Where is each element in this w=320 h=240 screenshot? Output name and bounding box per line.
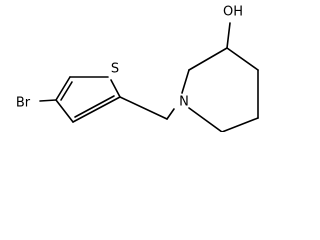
double-bond-c4-c5-inner bbox=[74, 95, 115, 118]
bond-s-c5 bbox=[110, 79, 121, 98]
bond-c3-oh bbox=[226, 22, 231, 49]
chemical-structure-diagram: S Br N OH bbox=[16, 5, 259, 132]
bond-c5-c6 bbox=[221, 117, 259, 132]
sulfur-atom-label: S bbox=[111, 62, 119, 77]
bond-c3-c4 bbox=[226, 47, 259, 71]
bond-c3-br bbox=[39, 99, 57, 102]
bond-c2-c3 bbox=[188, 47, 228, 71]
piperidine-ring bbox=[181, 47, 259, 132]
thiophene-ring bbox=[55, 76, 121, 123]
bond-c2-c3 bbox=[55, 76, 71, 101]
bond-ch2-n bbox=[166, 108, 175, 120]
bond-c3-c4 bbox=[55, 99, 74, 123]
bond-c6-n bbox=[188, 107, 223, 132]
bond-c4-c5 bbox=[72, 96, 121, 123]
bond-n-c2 bbox=[181, 69, 190, 94]
hydroxyl-label: OH bbox=[223, 5, 243, 20]
bromine-atom-label: Br bbox=[16, 96, 31, 111]
bond-c5-ch2 bbox=[119, 96, 168, 120]
nitrogen-atom-label: N bbox=[179, 95, 189, 110]
double-bond-c2-c3-inner bbox=[60, 81, 73, 101]
